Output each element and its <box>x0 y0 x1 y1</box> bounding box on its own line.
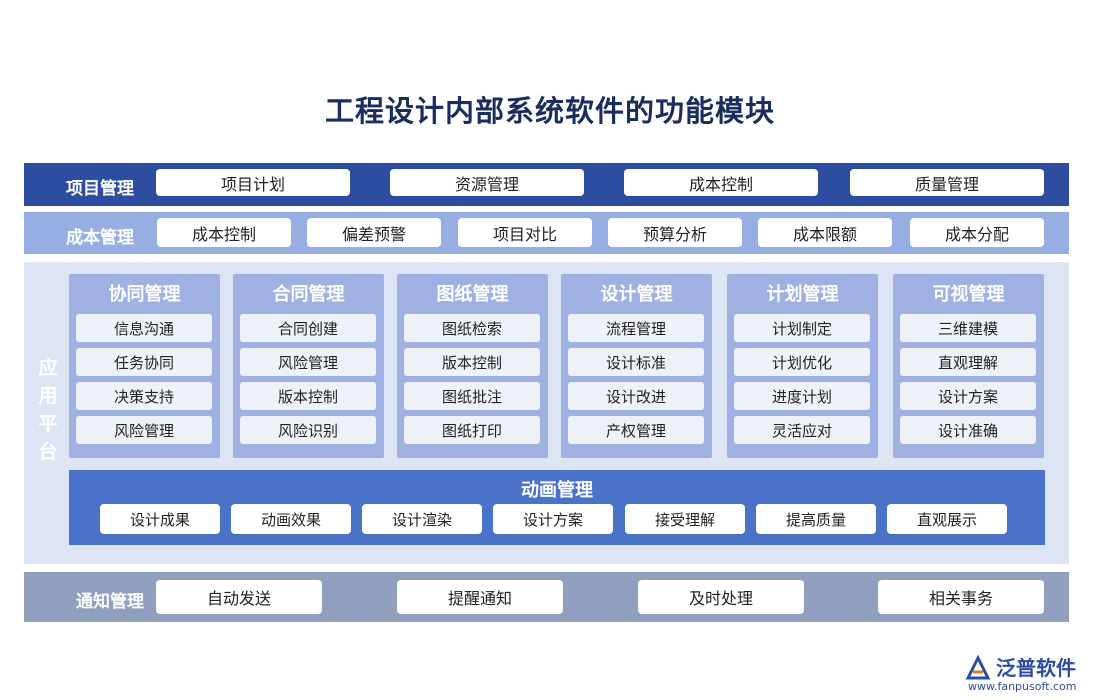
brand-name: 泛普软件 <box>996 656 1076 680</box>
module-planning: 计划管理 计划制定 计划优化 进度计划 灵活应对 <box>727 274 878 458</box>
platform-label-char: 应 <box>38 357 58 379</box>
module-contract: 合同管理 合同创建 风险管理 版本控制 风险识别 <box>233 274 384 458</box>
animation-item: 接受理解 <box>625 504 745 534</box>
brand-watermark: 泛普软件 www.fanpusoft.com <box>960 652 1090 696</box>
module-item: 版本控制 <box>240 382 376 410</box>
cost-management-label: 成本管理 <box>66 228 134 248</box>
cost-management-band: 成本管理 成本控制 偏差预警 项目对比 预算分析 成本限额 成本分配 <box>24 212 1069 254</box>
module-item: 直观理解 <box>900 348 1036 376</box>
platform-label-char: 台 <box>38 441 58 463</box>
animation-item: 提高质量 <box>756 504 876 534</box>
module-item: 合同创建 <box>240 314 376 342</box>
module-design: 设计管理 流程管理 设计标准 设计改进 产权管理 <box>561 274 712 458</box>
animation-management-block: 动画管理 设计成果 动画效果 设计渲染 设计方案 接受理解 提高质量 直观展示 <box>69 470 1045 545</box>
fanpu-logo-icon <box>965 654 991 680</box>
module-item: 信息沟通 <box>76 314 212 342</box>
cost-item: 成本分配 <box>910 218 1044 247</box>
animation-item: 设计渲染 <box>362 504 482 534</box>
project-management-band: 项目管理 项目计划 资源管理 成本控制 质量管理 <box>24 163 1069 206</box>
cost-item: 成本限额 <box>758 218 892 247</box>
application-platform-label: 应 用 平 台 <box>36 354 60 466</box>
module-visual: 可视管理 三维建模 直观理解 设计方案 设计准确 <box>893 274 1044 458</box>
cost-item: 预算分析 <box>608 218 742 247</box>
brand-url: www.fanpusoft.com <box>968 680 1077 693</box>
project-item: 质量管理 <box>850 169 1044 196</box>
application-platform-band: 应 用 平 台 协同管理 信息沟通 任务协同 决策支持 风险管理 合同管理 合同… <box>24 262 1069 564</box>
cost-item: 偏差预警 <box>307 218 441 247</box>
module-item: 版本控制 <box>404 348 540 376</box>
animation-item: 设计成果 <box>100 504 220 534</box>
module-item: 风险管理 <box>76 416 212 444</box>
module-title: 合同管理 <box>272 284 345 305</box>
notify-item: 提醒通知 <box>397 580 563 614</box>
notify-item: 及时处理 <box>638 580 804 614</box>
module-item: 设计改进 <box>568 382 704 410</box>
module-collaboration: 协同管理 信息沟通 任务协同 决策支持 风险管理 <box>69 274 220 458</box>
module-item: 计划制定 <box>734 314 870 342</box>
module-item: 图纸打印 <box>404 416 540 444</box>
module-item: 设计准确 <box>900 416 1036 444</box>
project-item: 成本控制 <box>624 169 818 196</box>
animation-management-title: 动画管理 <box>521 480 593 501</box>
module-item: 设计标准 <box>568 348 704 376</box>
module-item: 三维建模 <box>900 314 1036 342</box>
module-item: 风险识别 <box>240 416 376 444</box>
module-item: 任务协同 <box>76 348 212 376</box>
module-item: 风险管理 <box>240 348 376 376</box>
module-title: 图纸管理 <box>436 284 509 305</box>
module-item: 产权管理 <box>568 416 704 444</box>
module-item: 计划优化 <box>734 348 870 376</box>
module-item: 流程管理 <box>568 314 704 342</box>
project-management-label: 项目管理 <box>66 179 134 199</box>
animation-item: 设计方案 <box>493 504 613 534</box>
notify-item: 自动发送 <box>156 580 322 614</box>
module-drawings: 图纸管理 图纸检索 版本控制 图纸批注 图纸打印 <box>397 274 548 458</box>
project-item: 资源管理 <box>390 169 584 196</box>
module-title: 可视管理 <box>932 284 1005 305</box>
module-item: 进度计划 <box>734 382 870 410</box>
module-item: 图纸检索 <box>404 314 540 342</box>
page-title: 工程设计内部系统软件的功能模块 <box>324 94 775 128</box>
platform-label-char: 用 <box>38 385 58 407</box>
notification-management-label: 通知管理 <box>76 592 144 612</box>
animation-item: 直观展示 <box>887 504 1007 534</box>
module-item: 设计方案 <box>900 382 1036 410</box>
module-item: 灵活应对 <box>734 416 870 444</box>
module-title: 设计管理 <box>600 284 673 305</box>
cost-item: 成本控制 <box>157 218 291 247</box>
module-title: 计划管理 <box>766 284 839 305</box>
module-title: 协同管理 <box>108 284 181 305</box>
notify-item: 相关事务 <box>878 580 1044 614</box>
animation-item: 动画效果 <box>231 504 351 534</box>
module-item: 图纸批注 <box>404 382 540 410</box>
module-item: 决策支持 <box>76 382 212 410</box>
project-item: 项目计划 <box>156 169 350 196</box>
platform-label-char: 平 <box>38 413 58 435</box>
notification-management-band: 通知管理 自动发送 提醒通知 及时处理 相关事务 <box>24 572 1069 622</box>
cost-item: 项目对比 <box>458 218 592 247</box>
